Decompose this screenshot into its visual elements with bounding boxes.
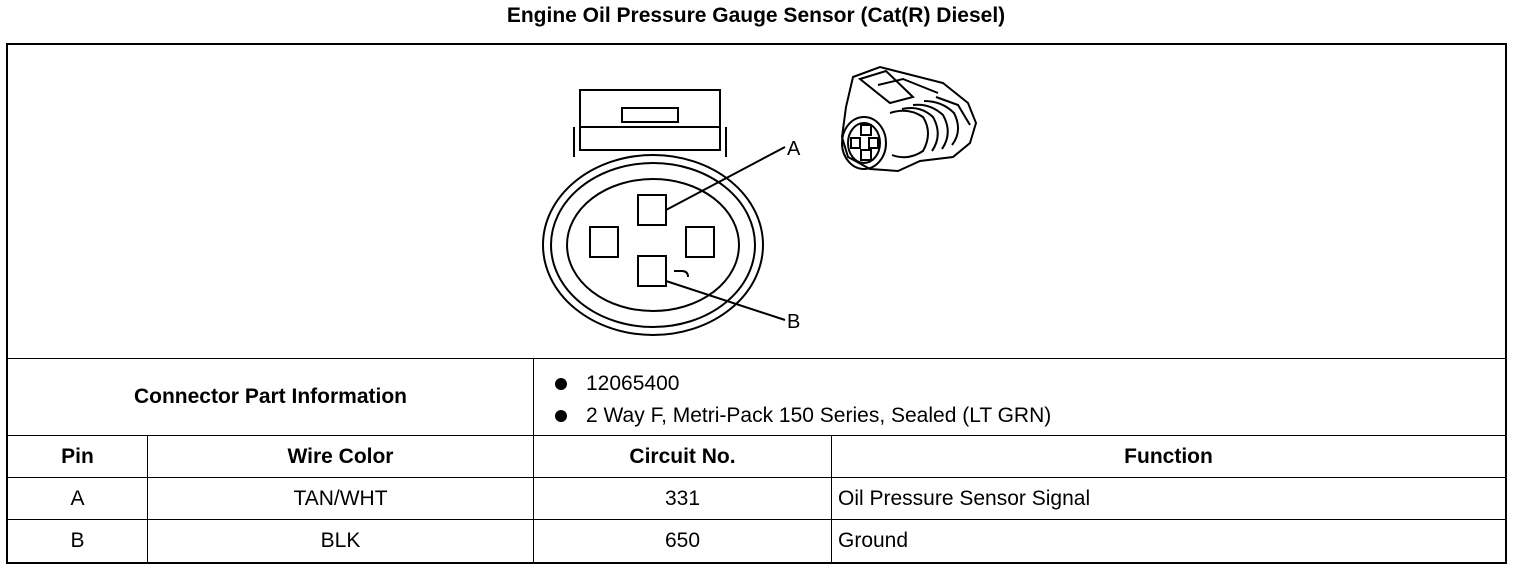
connector-part-info-label: Connector Part Information — [8, 359, 534, 435]
table-header-row: Pin Wire Color Circuit No. Function — [8, 436, 1505, 478]
callout-b-leader — [665, 280, 786, 321]
header-pin: Pin — [8, 436, 148, 477]
connector-part-info-list: 12065400 2 Way F, Metri-Pack 150 Series,… — [555, 368, 1051, 432]
cell-wire-color: BLK — [148, 520, 534, 562]
terminal-right — [685, 226, 715, 258]
cell-function: Oil Pressure Sensor Signal — [838, 486, 1091, 510]
page-title: Engine Oil Pressure Gauge Sensor (Cat(R)… — [506, 4, 1006, 27]
connector-diagram-area: A B — [8, 45, 1505, 359]
cell-circuit-no: 331 — [534, 478, 832, 519]
connector-lock-slot — [621, 107, 679, 123]
callout-b-label: B — [787, 311, 800, 333]
connector-frame: A B Connector Part Information — [6, 43, 1507, 564]
terminal-left — [589, 226, 619, 258]
callout-a-label: A — [787, 138, 801, 160]
table-row: A TAN/WHT 331 Oil Pressure Sensor Signal — [8, 478, 1505, 520]
cell-circuit-no: 650 — [534, 520, 832, 562]
header-function: Function — [1124, 444, 1213, 468]
header-wire-color: Wire Color — [148, 436, 534, 477]
callout-a-leader — [665, 146, 786, 211]
list-item: 2 Way F, Metri-Pack 150 Series, Sealed (… — [555, 400, 1051, 432]
connector-part-info-row: Connector Part Information 12065400 2 Wa… — [8, 359, 1505, 436]
bullet-icon — [555, 378, 567, 390]
connector-face — [566, 178, 740, 312]
list-item: 12065400 — [555, 368, 1051, 400]
table-row: B BLK 650 Ground — [8, 520, 1505, 562]
pinout-table: Pin Wire Color Circuit No. Function A TA… — [8, 436, 1505, 562]
part-number: 12065400 — [586, 372, 680, 395]
cell-function: Ground — [838, 529, 909, 552]
header-circuit-no: Circuit No. — [534, 436, 832, 477]
terminal-a — [637, 194, 667, 226]
connector-diagram: A B — [542, 65, 978, 336]
connector-lock-tab — [579, 89, 721, 151]
cell-wire-color: TAN/WHT — [148, 478, 534, 519]
connector-description: 2 Way F, Metri-Pack 150 Series, Sealed (… — [586, 404, 1052, 427]
cell-pin: A — [8, 478, 148, 519]
bullet-icon — [555, 410, 567, 422]
connector-body — [542, 154, 764, 336]
cell-pin: B — [8, 520, 148, 562]
connector-iso-illustration — [840, 65, 978, 173]
terminal-b — [637, 255, 667, 287]
